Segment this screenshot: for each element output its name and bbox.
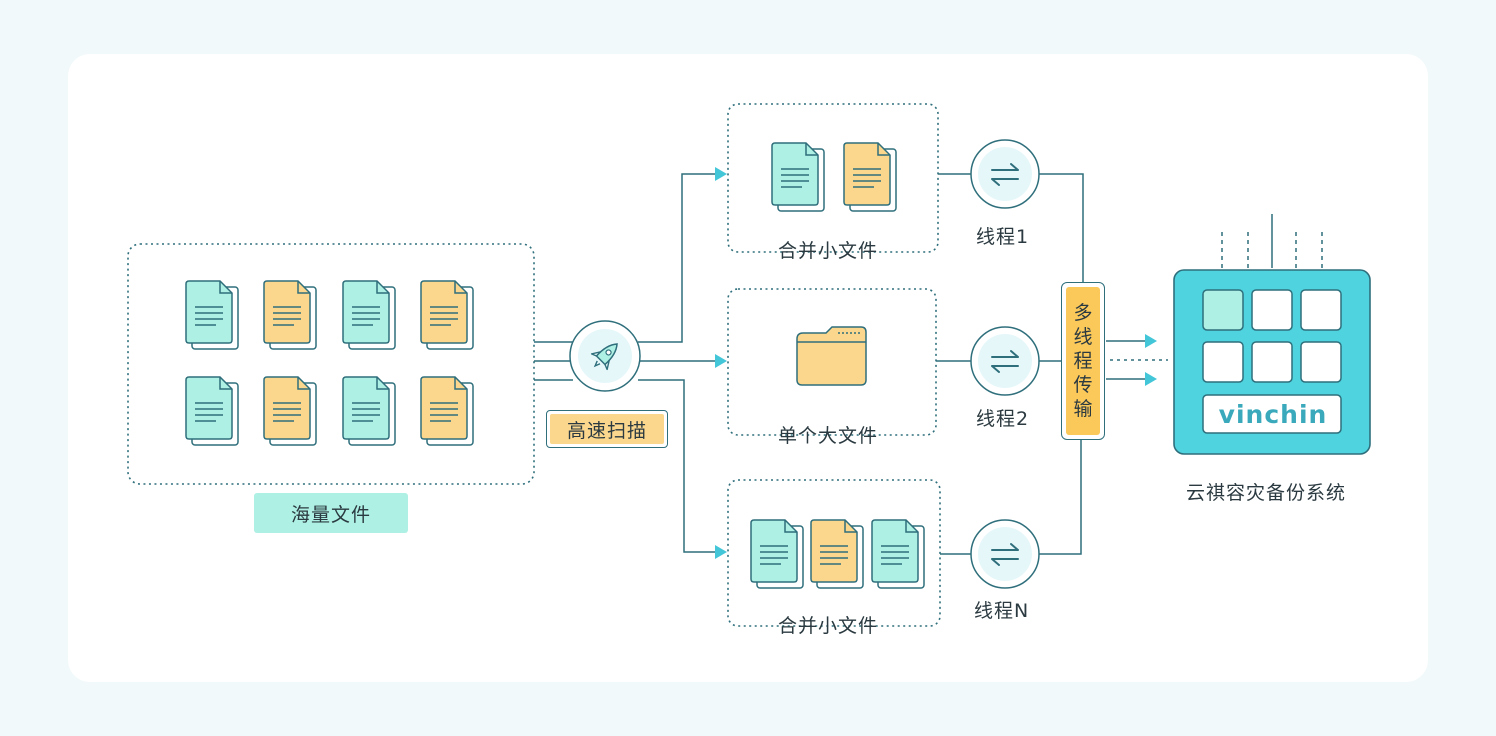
source-files <box>185 280 474 446</box>
group-arrows <box>715 167 727 559</box>
thread-label-2: 线程2 <box>976 408 1030 430</box>
multithread-char: 传 <box>1073 374 1093 396</box>
thread-mt-lines <box>1039 173 1084 555</box>
folder-icon <box>796 326 867 386</box>
scan-group-lines <box>638 173 715 553</box>
multithread-char: 多 <box>1073 302 1093 324</box>
thread-2-icon <box>970 326 1040 396</box>
group-box-1 <box>727 103 939 253</box>
group-label-3: 合并小文件 <box>778 615 879 637</box>
multithread-char: 线 <box>1073 326 1093 348</box>
scan-label-text: 高速扫描 <box>550 414 664 444</box>
rocket-icon <box>569 320 641 392</box>
group-thread-lines <box>936 173 971 555</box>
multithread-char: 输 <box>1073 398 1093 420</box>
thread-1-icon <box>970 139 1040 209</box>
thread-n-icon <box>970 519 1040 589</box>
transfer-arrows <box>1106 334 1168 386</box>
group-1-files <box>771 142 897 212</box>
target-label: 云祺容灾备份系统 <box>1186 482 1347 504</box>
group-3-files <box>750 519 925 589</box>
backup-server-icon <box>1173 269 1371 455</box>
vinchin-logo: vinchin <box>1218 399 1328 429</box>
thread-label-1: 线程1 <box>976 226 1030 248</box>
server-antenna <box>1221 214 1323 268</box>
group-box-2 <box>727 288 937 436</box>
source-label: 海量文件 <box>254 493 408 533</box>
multithread-char: 程 <box>1073 350 1093 372</box>
source-scan-lines <box>534 341 573 381</box>
group-label-2: 单个大文件 <box>778 425 879 447</box>
group-box-3 <box>727 479 941 627</box>
group-label-1: 合并小文件 <box>778 240 879 262</box>
scan-label: 高速扫描 <box>546 410 668 448</box>
multithread-box: 多 线 程 传 输 <box>1061 282 1105 440</box>
source-box <box>127 243 535 485</box>
thread-label-n: 线程N <box>974 600 1030 622</box>
